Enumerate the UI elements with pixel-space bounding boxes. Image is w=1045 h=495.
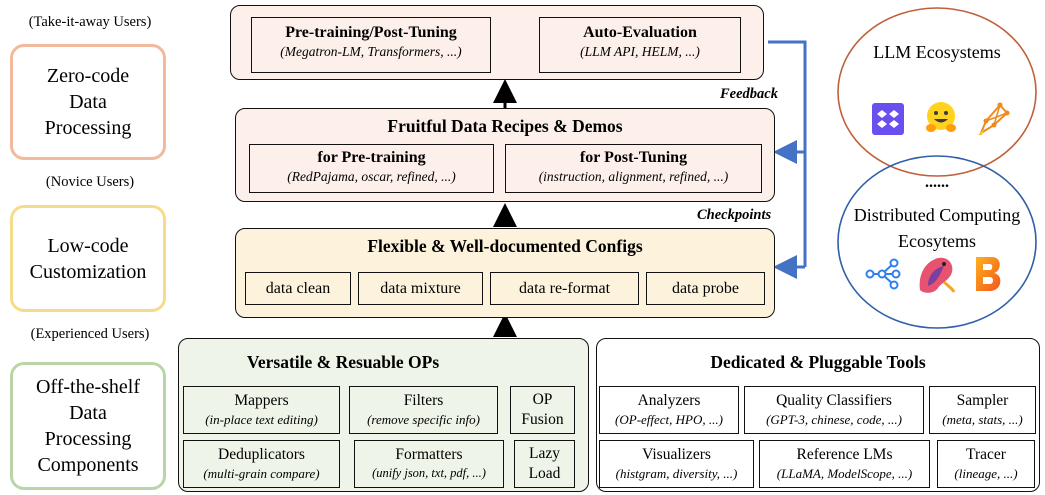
- visualizers-subtitle: (histgram, diversity, ...): [615, 466, 738, 481]
- quality-title: Quality Classifiers: [776, 392, 892, 409]
- eval-subtitle: (LLM API, HELM, ...): [580, 44, 700, 59]
- configs-title: Flexible & Well-documented Configs: [367, 236, 643, 256]
- tracer-title: Tracer: [966, 446, 1006, 463]
- formatters-title: Formatters: [395, 446, 463, 463]
- dedup-subtitle: (multi-grain compare): [203, 466, 320, 481]
- low-code-label: Low-code Customization: [29, 234, 147, 283]
- dedup-title: Deduplicators: [218, 446, 305, 463]
- pretrain-box: Pre-training/Post-Tuning (Megatron-LM, T…: [251, 17, 491, 73]
- analyzers-subtitle: (OP-effect, HPO, ...): [615, 412, 723, 427]
- beam-icon: [972, 255, 1004, 293]
- formatters-box: Formatters (unify json, txt, pdf, ...): [354, 440, 504, 488]
- ecosystems-dots: ......: [925, 174, 949, 191]
- visualizers-title: Visualizers: [642, 446, 711, 463]
- ops-title: Versatile & Resuable OPs: [246, 352, 440, 372]
- distributed-ecosystem-circle: [837, 155, 1037, 329]
- feedback-line: [768, 40, 807, 267]
- config-data-reformat: data re-format: [490, 272, 639, 305]
- mappers-box: Mappers (in-place text editing): [183, 386, 340, 434]
- kubernetes-icon: [864, 257, 902, 291]
- zero-code-box: Zero-code Data Processing: [10, 44, 166, 160]
- ref-lms-title: Reference LMs: [796, 446, 893, 463]
- pretrain-title: Pre-training/Post-Tuning: [285, 24, 457, 41]
- recipes-pretrain-box: for Pre-training (RedPajama, oscar, refi…: [249, 144, 494, 193]
- llm-ecosystems-label: LLM Ecosystems: [873, 42, 1001, 62]
- zero-code-label: Zero-code Data Processing: [44, 65, 132, 139]
- analyzers-title: Analyzers: [637, 392, 701, 409]
- mappers-subtitle: (in-place text editing): [205, 412, 318, 427]
- ref-lms-subtitle: (LLaMA, ModelScope, ...): [776, 466, 913, 481]
- quality-classifiers-box: Quality Classifiers (GPT-3, chinese, cod…: [744, 386, 924, 434]
- modelscope-icon: [872, 103, 904, 135]
- langchain-icon: [976, 99, 1012, 137]
- tools-title: Dedicated & Pluggable Tools: [710, 352, 926, 372]
- config-data-mixture: data mixture: [358, 272, 483, 305]
- op-fusion-box: OP Fusion: [510, 386, 575, 434]
- eval-box: Auto-Evaluation (LLM API, HELM, ...): [539, 17, 741, 73]
- ops-panel: [178, 338, 589, 492]
- components-label: Off-the-shelf Data Processing Components: [35, 376, 141, 476]
- reference-lms-box: Reference LMs (LLaMA, ModelScope, ...): [759, 440, 930, 488]
- tracer-subtitle: (lineage, ...): [954, 466, 1018, 481]
- ray-icon: [914, 252, 958, 296]
- config-data-probe: data probe: [646, 272, 765, 305]
- mappers-title: Mappers: [234, 392, 289, 409]
- experienced-users-label: (Experienced Users): [30, 326, 150, 342]
- config-data-clean: data clean: [245, 272, 351, 305]
- filters-title: Filters: [403, 392, 444, 409]
- formatters-subtitle: (unify json, txt, pdf, ...): [372, 466, 486, 480]
- checkpoints-label: Checkpoints: [697, 207, 772, 223]
- recipes-title: Fruitful Data Recipes & Demos: [387, 116, 623, 136]
- distributed-ecosystems-label: Distributed Computing Ecosytems: [853, 205, 1021, 251]
- recipes-posttune-subtitle: (instruction, alignment, refined, ...): [538, 169, 729, 184]
- visualizers-box: Visualizers (histgram, diversity, ...): [599, 440, 754, 488]
- recipes-pretrain-title: for Pre-training: [317, 149, 426, 166]
- filters-box: Filters (remove specific info): [349, 386, 498, 434]
- pretrain-subtitle: (Megatron-LM, Transformers, ...): [280, 44, 462, 59]
- recipes-posttune-box: for Post-Tuning (instruction, alignment,…: [505, 144, 762, 193]
- low-code-box: Low-code Customization: [10, 205, 166, 312]
- take-away-users-label: (Take-it-away Users): [28, 14, 152, 30]
- recipes-pretrain-subtitle: (RedPajama, oscar, refined, ...): [287, 169, 456, 184]
- huggingface-icon: [923, 100, 959, 136]
- quality-subtitle: (GPT-3, chinese, code, ...): [766, 412, 902, 427]
- recipes-posttune-title: for Post-Tuning: [579, 149, 688, 166]
- novice-users-label: (Novice Users): [45, 174, 135, 190]
- llm-ecosystem-circle: [837, 7, 1037, 177]
- sampler-title: Sampler: [956, 392, 1009, 409]
- eval-title: Auto-Evaluation: [583, 24, 697, 41]
- dedup-box: Deduplicators (multi-grain compare): [183, 440, 340, 488]
- configs-panel: [235, 228, 775, 318]
- lazy-load-box: Lazy Load: [514, 440, 575, 488]
- tracer-box: Tracer (lineage, ...): [937, 440, 1035, 488]
- components-box: Off-the-shelf Data Processing Components: [10, 362, 166, 490]
- sampler-box: Sampler (meta, stats, ...): [929, 386, 1036, 434]
- filters-subtitle: (remove specific info): [367, 412, 480, 427]
- tools-panel: [596, 338, 1040, 492]
- feedback-label: Feedback: [720, 86, 778, 102]
- analyzers-box: Analyzers (OP-effect, HPO, ...): [599, 386, 739, 434]
- sampler-subtitle: (meta, stats, ...): [942, 412, 1023, 427]
